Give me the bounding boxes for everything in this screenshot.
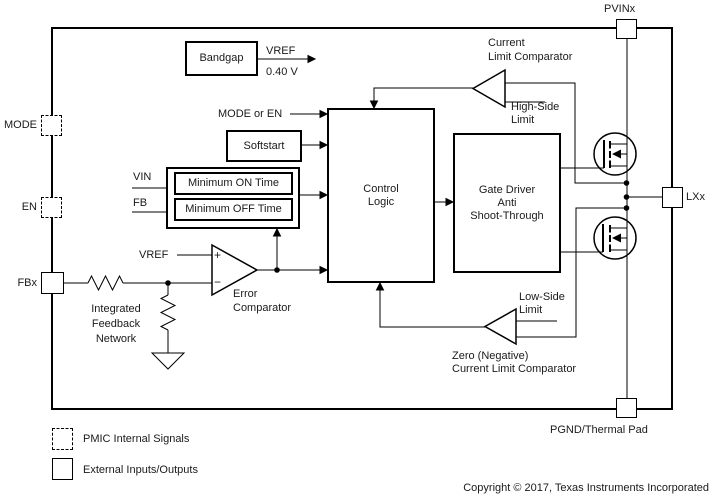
wire-fbx: [64, 274, 212, 370]
lxx-pin-square: [662, 187, 683, 208]
zero-current-comparator-symbol: [375, 207, 626, 346]
junction-dot: [623, 194, 630, 200]
current-limit-label-line1: Current: [488, 37, 525, 49]
control-logic-block: Control Logic: [327, 108, 435, 283]
junction-dot: [623, 205, 630, 211]
wire-min-time: [300, 190, 329, 200]
vin-label: VIN: [133, 171, 152, 183]
resistor-shunt: [159, 294, 177, 331]
bandgap-vref-label: VREF: [266, 45, 296, 57]
wire-power-rail: [623, 39, 662, 398]
softstart-block: Softstart: [226, 130, 302, 162]
resistor-series: [87, 274, 124, 292]
pvinx-label: PVINx: [604, 3, 636, 15]
mode-pin-square: [41, 115, 62, 136]
legend-external-square: [52, 458, 73, 480]
softstart-label: Softstart: [243, 139, 285, 152]
mode-label: MODE: [4, 119, 37, 131]
min-on-time-block: Minimum ON Time: [174, 172, 293, 195]
feedback-label-line3: Network: [95, 333, 137, 345]
legend-external-label: External Inputs/Outputs: [83, 464, 198, 476]
low-side-limit-label: Low-Side Limit: [519, 291, 565, 317]
control-logic-label-line1: Control: [363, 182, 399, 195]
error-comparator-symbol: [211, 243, 259, 297]
wire-softstart: [302, 140, 329, 150]
pgnd-label: PGND/Thermal Pad: [550, 424, 648, 436]
junction-dot: [274, 267, 280, 273]
gate-driver-block: Gate Driver Anti Shoot-Through: [453, 133, 561, 273]
low-side-limit-line2: Limit: [519, 304, 543, 316]
lxx-label: LXx: [686, 191, 705, 203]
feedback-label-line2: Feedback: [91, 318, 141, 330]
copyright-text: Copyright © 2017, Texas Instruments Inco…: [463, 482, 709, 494]
low-side-limit-line1: Low-Side: [519, 291, 565, 303]
junction-dot: [623, 180, 630, 186]
plus-input-sign: +: [214, 248, 222, 262]
en-label: EN: [21, 201, 37, 213]
current-limit-comparator-symbol: [369, 68, 626, 184]
legend-internal-square: [52, 428, 73, 450]
high-side-limit-line2: Limit: [511, 114, 535, 126]
fbx-label: FBx: [17, 277, 37, 289]
bandgap-voltage-label: 0.40 V: [266, 66, 298, 78]
vref-label: VREF: [139, 249, 169, 261]
fbx-pin-square: [41, 272, 64, 294]
zero-current-comparator-label: Zero (Negative) Current Limit Comparator: [452, 350, 576, 376]
min-on-time-label: Minimum ON Time: [187, 177, 280, 189]
integrated-feedback-network-label: Integrated Feedback Network: [84, 302, 148, 347]
minus-input-sign: −: [214, 275, 222, 289]
low-side-mosfet: [561, 216, 637, 260]
wire-mode-or-en: [290, 109, 329, 119]
mode-or-en-label: MODE or EN: [218, 108, 283, 120]
zero-current-label-line1: Zero (Negative): [452, 350, 529, 362]
pgnd-pin-square: [616, 398, 637, 418]
junction-dot: [165, 280, 171, 286]
high-side-limit-line1: High-Side: [511, 101, 560, 113]
min-off-time-block: Minimum OFF Time: [174, 198, 293, 221]
current-limit-label-line2: Limit Comparator: [488, 51, 573, 63]
bandgap-label: Bandgap: [199, 52, 244, 64]
ground-symbol: [150, 352, 186, 370]
fb-label: FB: [133, 197, 148, 209]
wire-vref-out: [258, 54, 317, 64]
control-logic-label-line2: Logic: [367, 195, 395, 208]
legend-internal-label: PMIC Internal Signals: [83, 433, 190, 445]
bandgap-block: Bandgap: [185, 41, 258, 76]
high-side-mosfet: [561, 132, 637, 176]
current-limit-comparator-label: Current Limit Comparator: [488, 36, 572, 64]
pvinx-pin-square: [616, 19, 637, 39]
error-comparator-label-line1: Error: [233, 288, 258, 300]
error-comparator-label: Error Comparator: [233, 287, 291, 315]
zero-current-label-line2: Current Limit Comparator: [452, 363, 577, 375]
min-off-time-label: Minimum OFF Time: [185, 203, 282, 215]
high-side-limit-label: High-Side Limit: [511, 101, 559, 127]
en-pin-square: [41, 197, 62, 218]
gate-driver-label-line3: Shoot-Through: [470, 209, 544, 222]
gate-driver-label-line1: Gate Driver: [478, 183, 536, 196]
gate-driver-label-line2: Anti: [497, 196, 517, 209]
feedback-label-line1: Integrated: [91, 303, 141, 315]
wire-error-out: [257, 227, 329, 275]
wire-control-out: [435, 197, 455, 207]
error-comparator-label-line2: Comparator: [233, 302, 292, 314]
